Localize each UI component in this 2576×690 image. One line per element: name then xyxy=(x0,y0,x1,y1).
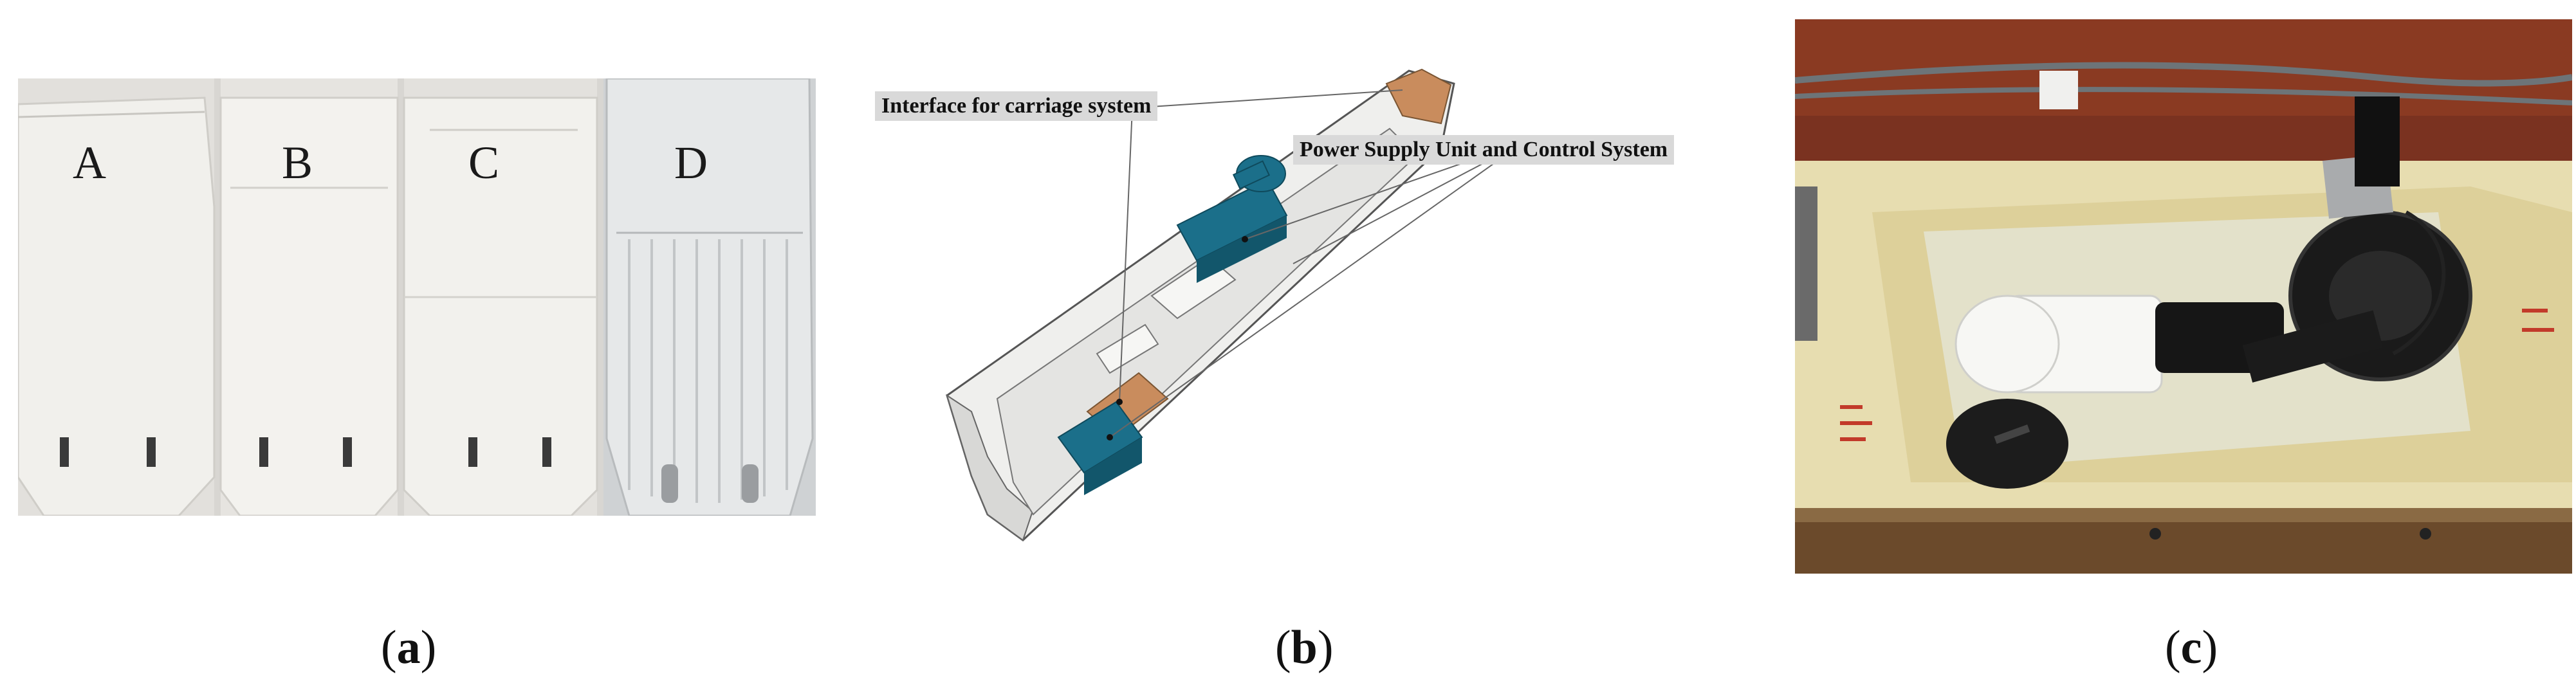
weight-disc xyxy=(1946,399,2068,489)
hull-label-d: D xyxy=(674,137,708,188)
hull-models-photo xyxy=(17,77,816,517)
panel-c xyxy=(1794,19,2573,574)
caption-a: (a) xyxy=(381,621,437,674)
caption-c: (c) xyxy=(2165,621,2218,674)
hull-model-c xyxy=(403,78,598,517)
panel-a: A B C D xyxy=(17,77,816,517)
hull-model-d xyxy=(603,77,816,517)
callout-carriage-interface: Interface for carriage system xyxy=(875,91,1158,121)
hull-label-b: B xyxy=(282,137,313,188)
caption-b: (b) xyxy=(1275,621,1334,674)
bow-wood xyxy=(1385,68,1452,125)
hull-model-b xyxy=(219,78,399,517)
hull-model-a xyxy=(17,78,216,517)
installation-photo xyxy=(1794,19,2573,574)
callout-power-supply: Power Supply Unit and Control System xyxy=(1293,135,1675,165)
panel-b: Interface for carriage system Power Supp… xyxy=(875,51,1750,566)
hull-label-a: A xyxy=(73,137,106,188)
hull-label-c: C xyxy=(468,137,500,188)
boat-cad-drawing xyxy=(946,68,1525,541)
